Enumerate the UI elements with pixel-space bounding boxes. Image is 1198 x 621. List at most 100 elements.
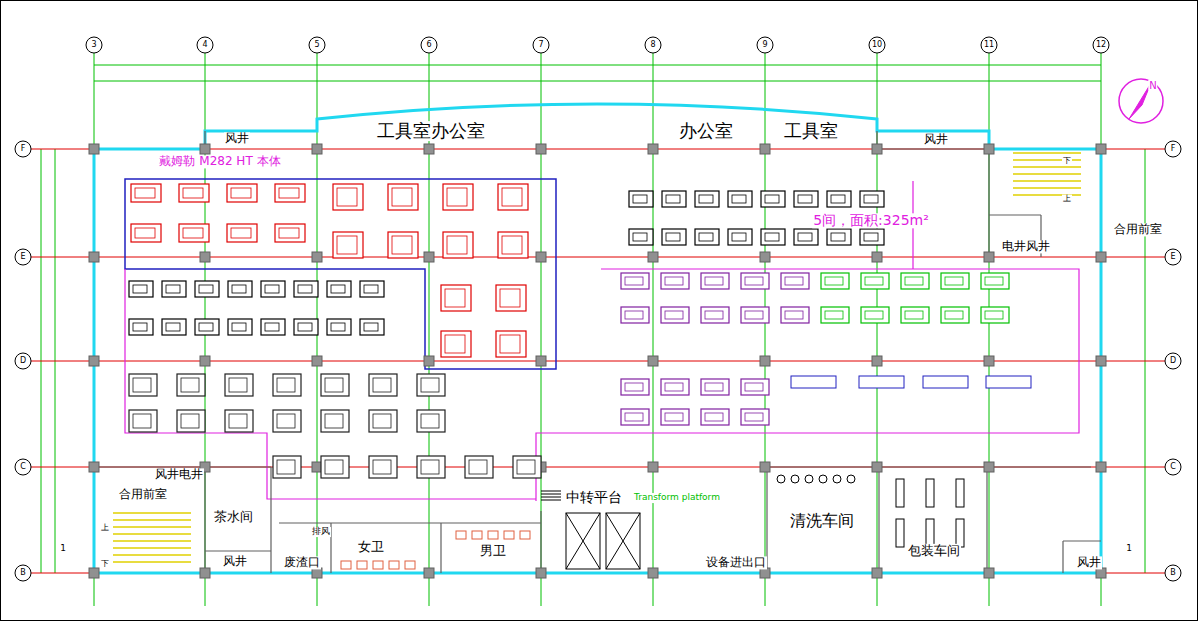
machine [905, 277, 923, 285]
machine [701, 409, 729, 425]
machine [177, 374, 205, 396]
machine [228, 319, 252, 335]
axis-bubble [1165, 141, 1181, 157]
room-label: 戴姆勒 M282 HT 本体 [158, 155, 281, 168]
stair-step [1013, 152, 1081, 154]
column [200, 252, 210, 262]
note: 排风 [311, 527, 331, 537]
column [424, 356, 434, 366]
machine [498, 232, 528, 258]
axis-number: 11 [983, 41, 995, 50]
machine [277, 460, 295, 474]
region-outline [125, 269, 536, 499]
axis-letter: D [1169, 357, 1177, 366]
grid-line [877, 53, 878, 606]
machine [781, 307, 809, 323]
room-region: 包装车间 [879, 469, 987, 571]
elevator [566, 513, 600, 569]
region-outline [536, 181, 1079, 501]
machine [325, 460, 343, 474]
fixture [833, 475, 841, 483]
machine [732, 233, 746, 241]
machine [388, 232, 418, 258]
machine [421, 460, 439, 474]
axis-number: 8 [649, 41, 656, 50]
column [648, 462, 658, 472]
machine [745, 311, 763, 319]
stair-step [1013, 180, 1081, 182]
machine [275, 184, 305, 202]
machine [699, 233, 713, 241]
elevator [606, 513, 640, 569]
machine [195, 319, 219, 335]
room-name: 风井 [923, 133, 949, 146]
machine [794, 191, 818, 207]
machine [195, 281, 219, 297]
machine [781, 273, 809, 289]
room-label: 清洗车间 [789, 512, 855, 530]
axis-bubble [1093, 37, 1109, 53]
machine [469, 460, 487, 474]
machine [360, 319, 384, 335]
column [312, 356, 322, 366]
column [872, 252, 882, 262]
stair-step [113, 561, 191, 563]
machine [417, 410, 445, 432]
machine [701, 273, 729, 289]
machine [369, 456, 397, 478]
shelf [956, 519, 964, 547]
machine [861, 273, 889, 289]
axis-number: 12 [1095, 41, 1107, 50]
axis-bubble [869, 37, 885, 53]
wall [204, 467, 205, 573]
machine [945, 311, 963, 319]
column [424, 568, 434, 578]
column [1096, 462, 1106, 472]
wall [986, 467, 987, 573]
machine [364, 323, 378, 331]
machine [765, 233, 779, 241]
column [89, 144, 99, 154]
wall [1062, 541, 1063, 573]
machine [373, 414, 391, 428]
machine [741, 273, 769, 289]
column [312, 252, 322, 262]
room-name: 设备进出口 [705, 556, 767, 569]
machine [621, 379, 649, 395]
axis-bubble [1165, 249, 1181, 265]
machine [496, 285, 526, 311]
bench [791, 376, 836, 388]
column [536, 144, 546, 154]
machine [745, 413, 763, 421]
axis-number: 3 [90, 41, 97, 50]
room-region: 茶水间 [207, 469, 271, 549]
machine [417, 456, 445, 478]
machine [298, 285, 312, 293]
machine [496, 331, 526, 357]
machine [225, 410, 253, 432]
wall [279, 522, 541, 523]
machine [705, 277, 723, 285]
machine [183, 188, 203, 198]
bench [986, 376, 1031, 388]
fixture [456, 531, 466, 539]
axis-bubble [645, 37, 661, 53]
fixture [847, 475, 855, 483]
machine [741, 409, 769, 425]
machine [745, 277, 763, 285]
column [200, 144, 210, 154]
axis-number: 10 [871, 41, 883, 50]
room-region: 戴姆勒 M282 HT 本体 [125, 153, 556, 369]
column [984, 356, 994, 366]
stair-step [113, 547, 191, 549]
axis-bubble [15, 141, 31, 157]
fixture [504, 531, 514, 539]
grid-line [541, 53, 542, 606]
machine [294, 319, 318, 335]
machine [231, 228, 251, 238]
axis-letter: B [19, 569, 27, 578]
fixture [405, 561, 415, 569]
machine [373, 378, 391, 392]
machine [633, 233, 647, 241]
machine [985, 311, 1003, 319]
